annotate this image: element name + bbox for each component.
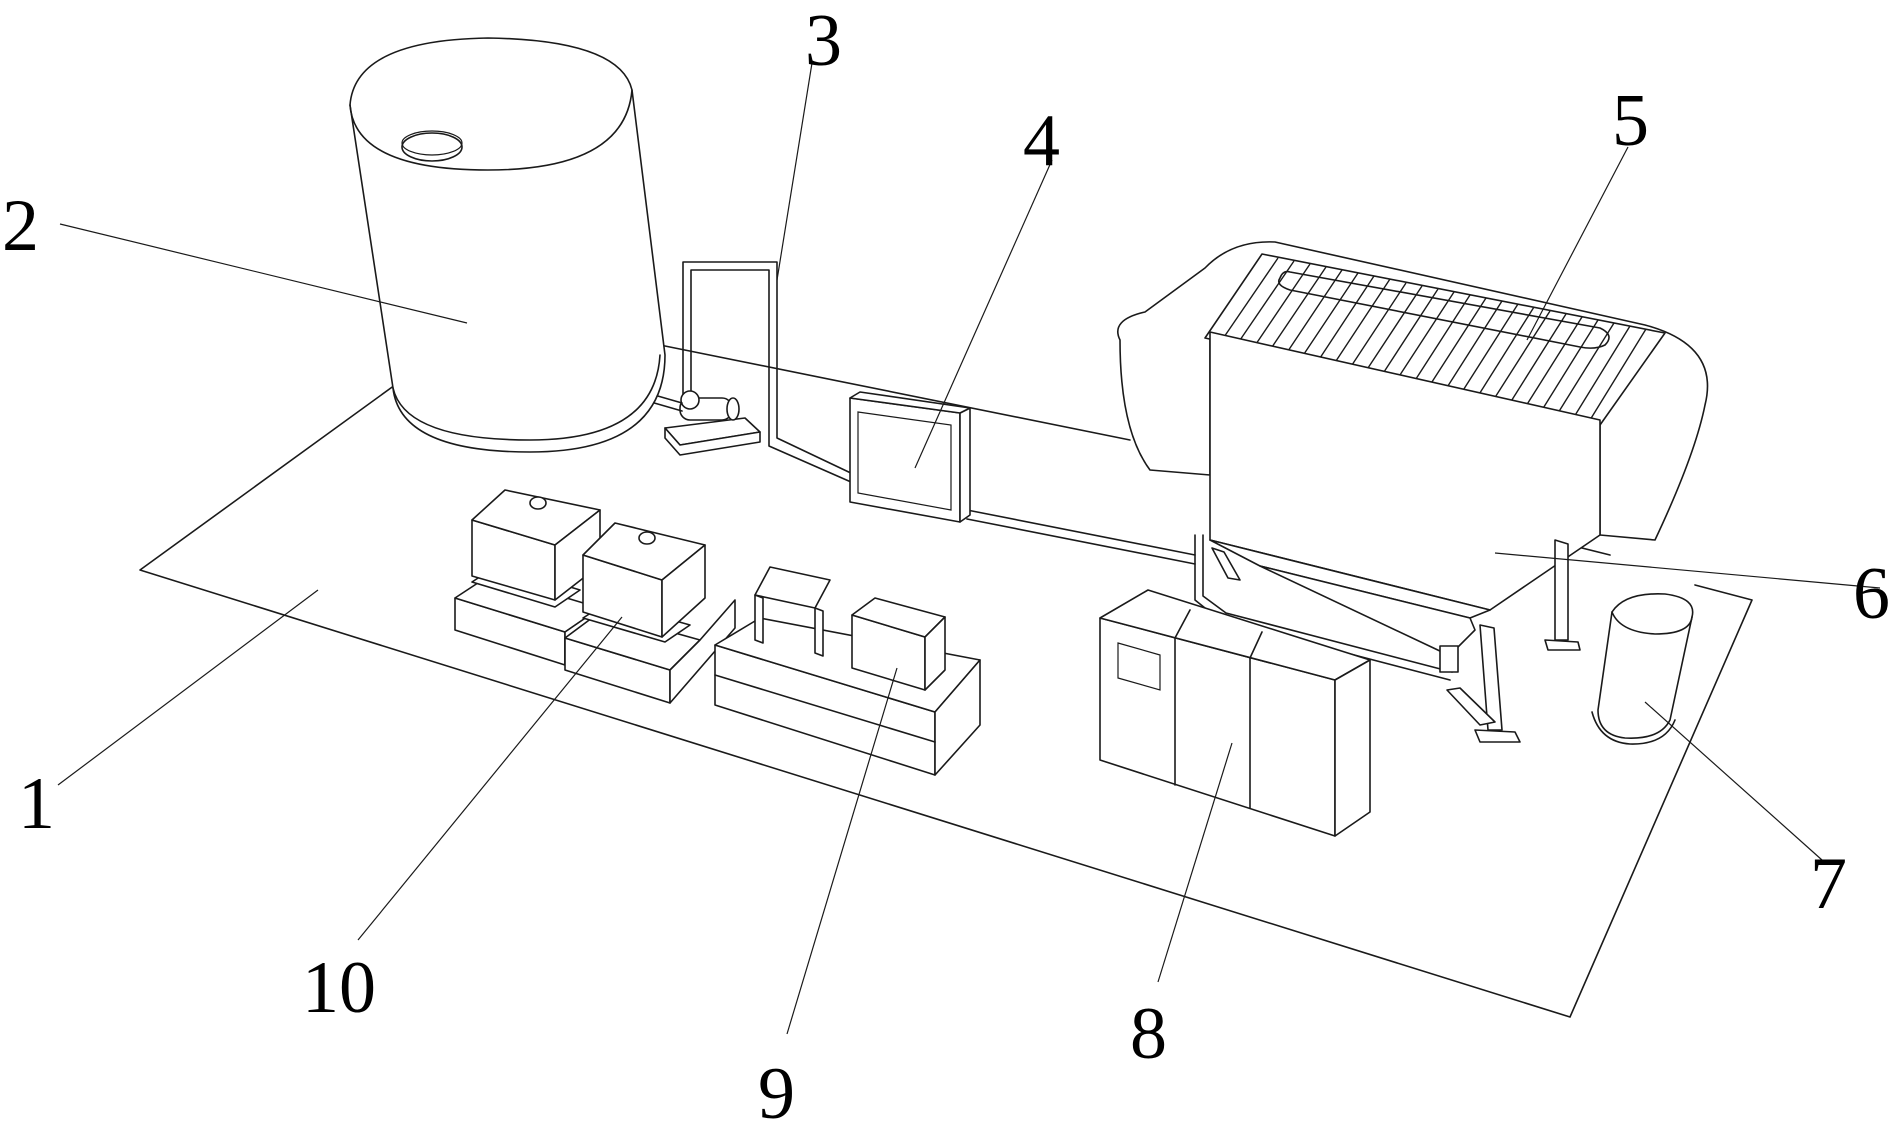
leader-lines: [57, 62, 1881, 1035]
work-bench: [714, 566, 981, 776]
callout-6: 6: [1853, 553, 1890, 635]
control-box: [849, 391, 971, 523]
storage-tank: [349, 37, 666, 453]
dosing-boxes: [454, 489, 736, 704]
callout-9: 9: [758, 1053, 795, 1126]
callout-5: 5: [1612, 80, 1649, 162]
dryer-machine: [1117, 241, 1709, 743]
barrel: [1591, 593, 1694, 745]
callout-1: 1: [18, 763, 55, 845]
callout-8: 8: [1130, 993, 1167, 1075]
radiator-fins: [1221, 257, 1647, 421]
callout-3: 3: [805, 0, 842, 82]
electric-cabinets: [1099, 589, 1371, 837]
callout-2: 2: [2, 185, 39, 267]
pipeline: [682, 261, 1453, 681]
callout-10: 10: [302, 947, 376, 1029]
callout-7: 7: [1810, 843, 1847, 925]
callout-4: 4: [1023, 100, 1060, 182]
